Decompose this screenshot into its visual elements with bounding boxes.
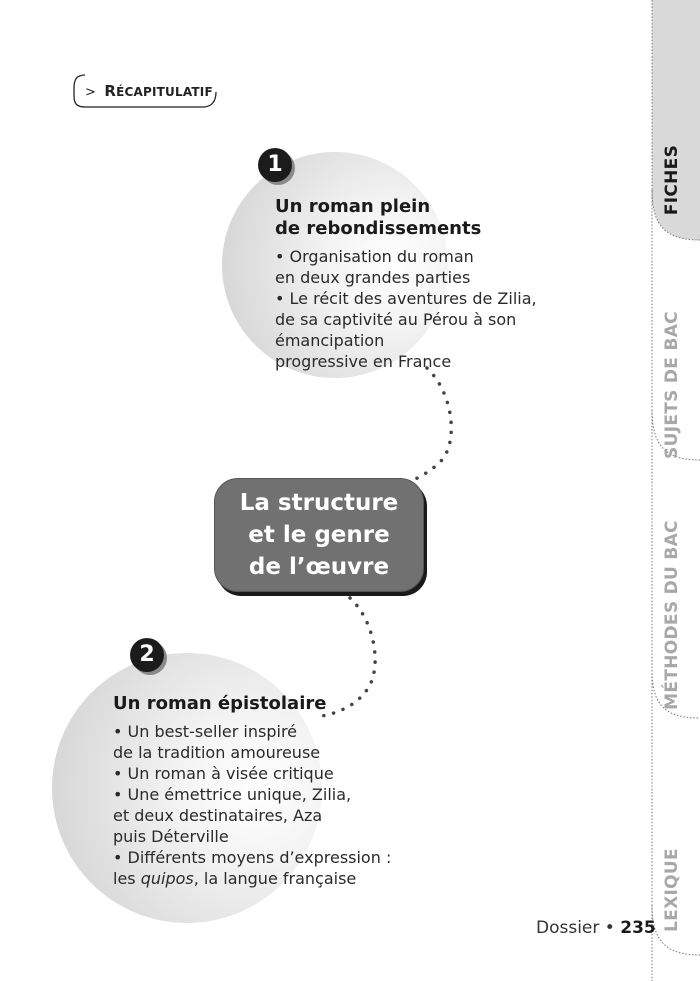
section-2-line: de la tradition amoureuse xyxy=(113,743,321,762)
tab-lexique[interactable]: LEXIQUE xyxy=(662,848,683,932)
section-2: Un roman épistolaire • Un best-seller in… xyxy=(113,693,413,889)
section-1-line: en deux grandes parties xyxy=(275,268,471,287)
page-number: 235 xyxy=(620,918,656,938)
bubble-background-2 xyxy=(52,653,322,923)
section-1-line: de sa captivité au Pérou à son émancipat… xyxy=(275,310,517,350)
tab-fiches[interactable]: FICHES xyxy=(662,144,682,216)
section-1-line: progressive en France xyxy=(275,352,452,371)
number-badge-1: 1 xyxy=(258,148,292,182)
section-tag: > RÉCAPITULATIF xyxy=(73,74,218,108)
section-1-line: • Organisation du roman xyxy=(275,247,474,266)
side-tabs: FICHES SUJETS DE BAC MÉTHODES DU BAC LEX… xyxy=(650,0,700,981)
section-1-title: Un roman plein de rebondissements xyxy=(275,196,482,239)
section-2-line: les quipos, la langue française xyxy=(113,869,357,888)
tag-outline-icon xyxy=(73,74,217,108)
section-2-line: • Différents moyens d’expression : xyxy=(113,848,392,867)
tab-outline-icon xyxy=(651,0,700,981)
section-2-line: • Une émettrice unique, Zilia, xyxy=(113,785,352,804)
section-tag-label: RÉCAPITULATIF xyxy=(104,82,213,100)
central-topic-node: La structure et le genre de l’œuvre xyxy=(214,478,424,592)
section-2-title: Un roman épistolaire xyxy=(113,693,327,714)
number-badge-2: 2 xyxy=(130,638,164,672)
bubble-background-1 xyxy=(222,152,448,378)
footer-separator: • xyxy=(604,918,615,938)
section-2-line: • Un roman à visée critique xyxy=(113,764,334,783)
tab-methodes-du-bac[interactable]: MÉTHODES DU BAC xyxy=(662,520,682,710)
section-2-line: puis Déterville xyxy=(113,827,229,846)
section-1-line: • Le récit des aventures de Zilia, xyxy=(275,289,537,308)
section-2-line: et deux destinataires, Aza xyxy=(113,806,323,825)
chevron-right-icon: > xyxy=(85,85,96,100)
section-1: Un roman plein de rebondissements • Orga… xyxy=(275,196,605,372)
page-footer: Dossier • 235 xyxy=(536,918,656,938)
section-2-line: • Un best-seller inspiré xyxy=(113,722,298,741)
footer-label: Dossier xyxy=(536,918,600,938)
tab-sujets-de-bac[interactable]: SUJETS DE BAC xyxy=(662,311,683,459)
